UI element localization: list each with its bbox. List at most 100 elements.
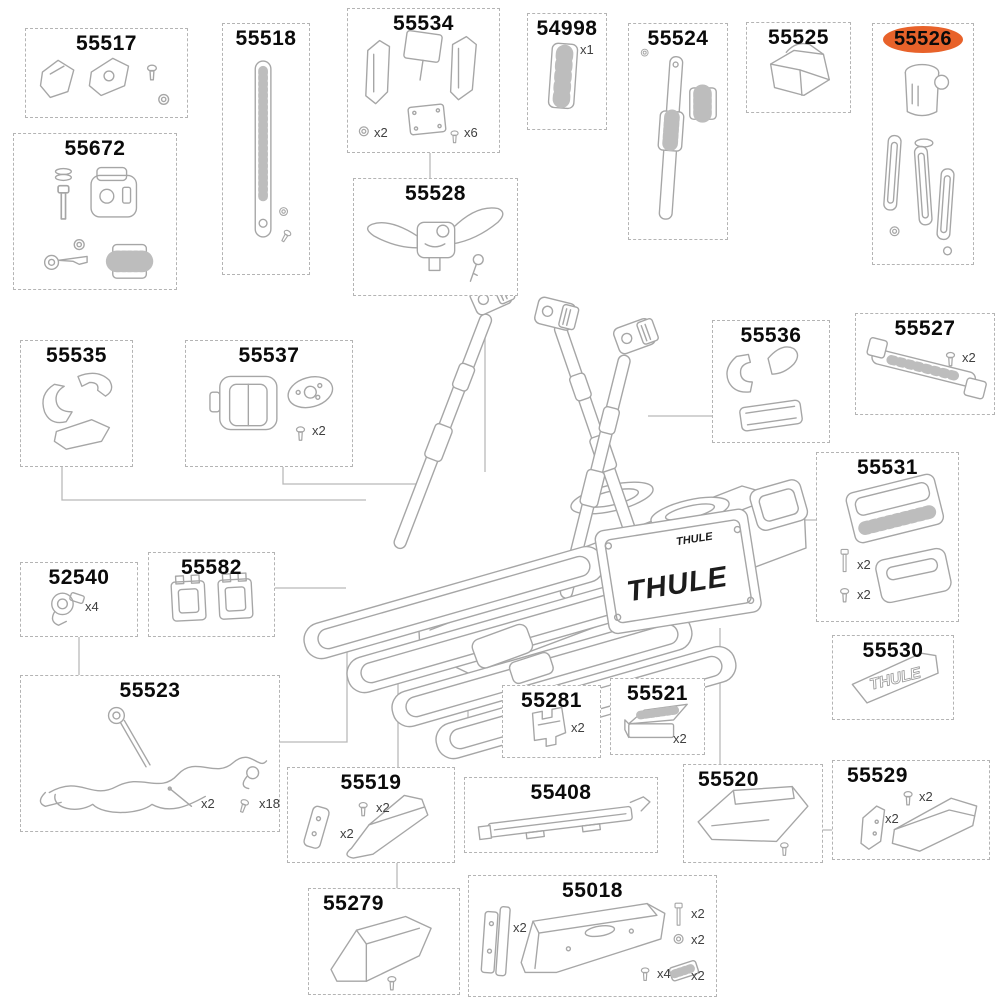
part-sketch-55520 (697, 785, 809, 856)
part-sketch-55672 (43, 166, 154, 279)
part-sketch-55531 (839, 473, 952, 604)
qty-label: x4 (657, 966, 671, 981)
part-number-55534: 55534 (393, 12, 454, 35)
part-sketch-55526 (883, 63, 955, 256)
part-box-55408[interactable]: 55408 (464, 777, 658, 853)
part-number-55525: 55525 (768, 26, 829, 49)
qty-label: x2 (513, 920, 527, 935)
part-number-55519: 55519 (340, 771, 402, 794)
part-box-55519[interactable]: 55519 x2 x2 (287, 767, 455, 863)
part-sketch-55523 (39, 706, 268, 814)
part-number-55531: 55531 (857, 456, 918, 479)
part-number-55535: 55535 (46, 344, 107, 367)
part-number-55672: 55672 (64, 137, 126, 160)
qty-label: x2 (857, 587, 871, 602)
part-number-55526-highlighted: 55526 (883, 26, 963, 53)
part-sketch-55517 (39, 57, 170, 105)
part-number-55524: 55524 (647, 27, 709, 50)
part-number-55518: 55518 (235, 27, 297, 50)
part-sketch-55018 (480, 902, 700, 982)
part-box-55523[interactable]: 55523 x2 x18 (20, 675, 280, 832)
part-sketch-55518 (254, 60, 293, 244)
part-box-55582[interactable]: 55582 (148, 552, 275, 637)
part-number-55279: 55279 (323, 892, 384, 915)
part-box-55525[interactable]: 55525 (746, 22, 851, 113)
part-box-55672[interactable]: 55672 (13, 133, 177, 290)
qty-label: x6 (464, 125, 478, 140)
qty-label: x2 (885, 811, 899, 826)
part-sketch-55535 (42, 372, 113, 450)
part-sketch-55279 (330, 915, 432, 991)
qty-label: x2 (691, 932, 705, 947)
part-box-55517[interactable]: 55517 (25, 28, 188, 118)
part-number-55517: 55517 (76, 32, 137, 55)
thule-logo-small: THULE (675, 530, 714, 548)
qty-label: x2 (962, 350, 976, 365)
qty-label: x2 (376, 800, 390, 815)
qty-label: x2 (340, 826, 354, 841)
part-number-55018: 55018 (562, 879, 623, 902)
part-box-55520[interactable]: 55520 (683, 764, 823, 863)
part-number-55537: 55537 (238, 344, 300, 367)
part-box-55531[interactable]: 55531 x2 x2 (816, 452, 959, 622)
part-number-54998: 54998 (536, 17, 598, 40)
part-number-52540: 52540 (48, 566, 110, 589)
part-box-55526[interactable]: 55526 (872, 23, 974, 265)
qty-label: x18 (259, 796, 280, 811)
qty-label: x2 (312, 423, 326, 438)
part-sketch-55582 (170, 572, 254, 622)
part-box-55524[interactable]: 55524 (628, 23, 728, 240)
part-box-55018[interactable]: 55018 x2 x2 x2 x4 x2 (468, 875, 717, 997)
part-number-55536: 55536 (740, 324, 802, 347)
part-number-55529: 55529 (847, 764, 908, 787)
part-sketch-55528 (366, 207, 504, 282)
part-sketch-55527 (866, 337, 987, 400)
part-sketch-55537 (209, 375, 334, 441)
part-number-55520: 55520 (698, 768, 759, 791)
part-sketch-55529 (860, 791, 978, 852)
part-box-55530[interactable]: THULE 55530 (832, 635, 954, 720)
part-box-55279[interactable]: 55279 (308, 888, 460, 995)
qty-label: x2 (571, 720, 585, 735)
part-sketch-55525 (769, 42, 830, 97)
part-box-55527[interactable]: 55527 x2 (855, 313, 995, 415)
part-sketch-55521 (624, 703, 688, 739)
part-box-55535[interactable]: 55535 (20, 340, 133, 467)
part-number-55523: 55523 (119, 679, 181, 702)
part-box-55534[interactable]: 55534 x2 x6 (347, 8, 500, 153)
qty-label: x2 (857, 557, 871, 572)
part-box-55281[interactable]: 55281 x2 (502, 685, 601, 758)
part-sketch-54998 (547, 42, 579, 110)
part-box-55529[interactable]: 55529 x2 x2 (832, 760, 990, 860)
part-box-55528[interactable]: 55528 (353, 178, 518, 296)
part-sketch-55530: THULE (851, 652, 939, 704)
part-box-55518[interactable]: 55518 (222, 23, 310, 275)
part-number-55281: 55281 (521, 689, 582, 712)
qty-label: x4 (85, 599, 99, 614)
part-number-55527: 55527 (894, 317, 956, 340)
part-number-55530: 55530 (862, 639, 924, 662)
part-number-55521: 55521 (627, 682, 688, 705)
part-number-55408: 55408 (530, 781, 592, 804)
part-number-55582: 55582 (181, 556, 242, 579)
part-sketch-55408 (477, 796, 651, 841)
part-box-52540[interactable]: 52540 x4 (20, 562, 138, 637)
part-sketch-55536 (726, 346, 803, 432)
part-sketch-55524 (640, 48, 717, 220)
part-box-54998[interactable]: 54998 x1 (527, 13, 607, 130)
part-box-55521[interactable]: 55521 x2 (610, 678, 705, 755)
qty-label: x2 (919, 789, 933, 804)
part-box-55536[interactable]: 55536 (712, 320, 830, 443)
bike-rack-drawing: THULE THULE (299, 274, 809, 764)
part-sketch-52540 (51, 592, 85, 626)
part-sketch-55519 (303, 794, 429, 859)
qty-label: x1 (580, 42, 594, 57)
qty-label: x2 (691, 906, 705, 921)
qty-label: x2 (691, 968, 705, 983)
qty-label: x2 (374, 125, 388, 140)
part-box-55537[interactable]: 55537 x2 (185, 340, 353, 467)
part-sketch-55534 (358, 30, 477, 144)
qty-label: x2 (201, 796, 215, 811)
